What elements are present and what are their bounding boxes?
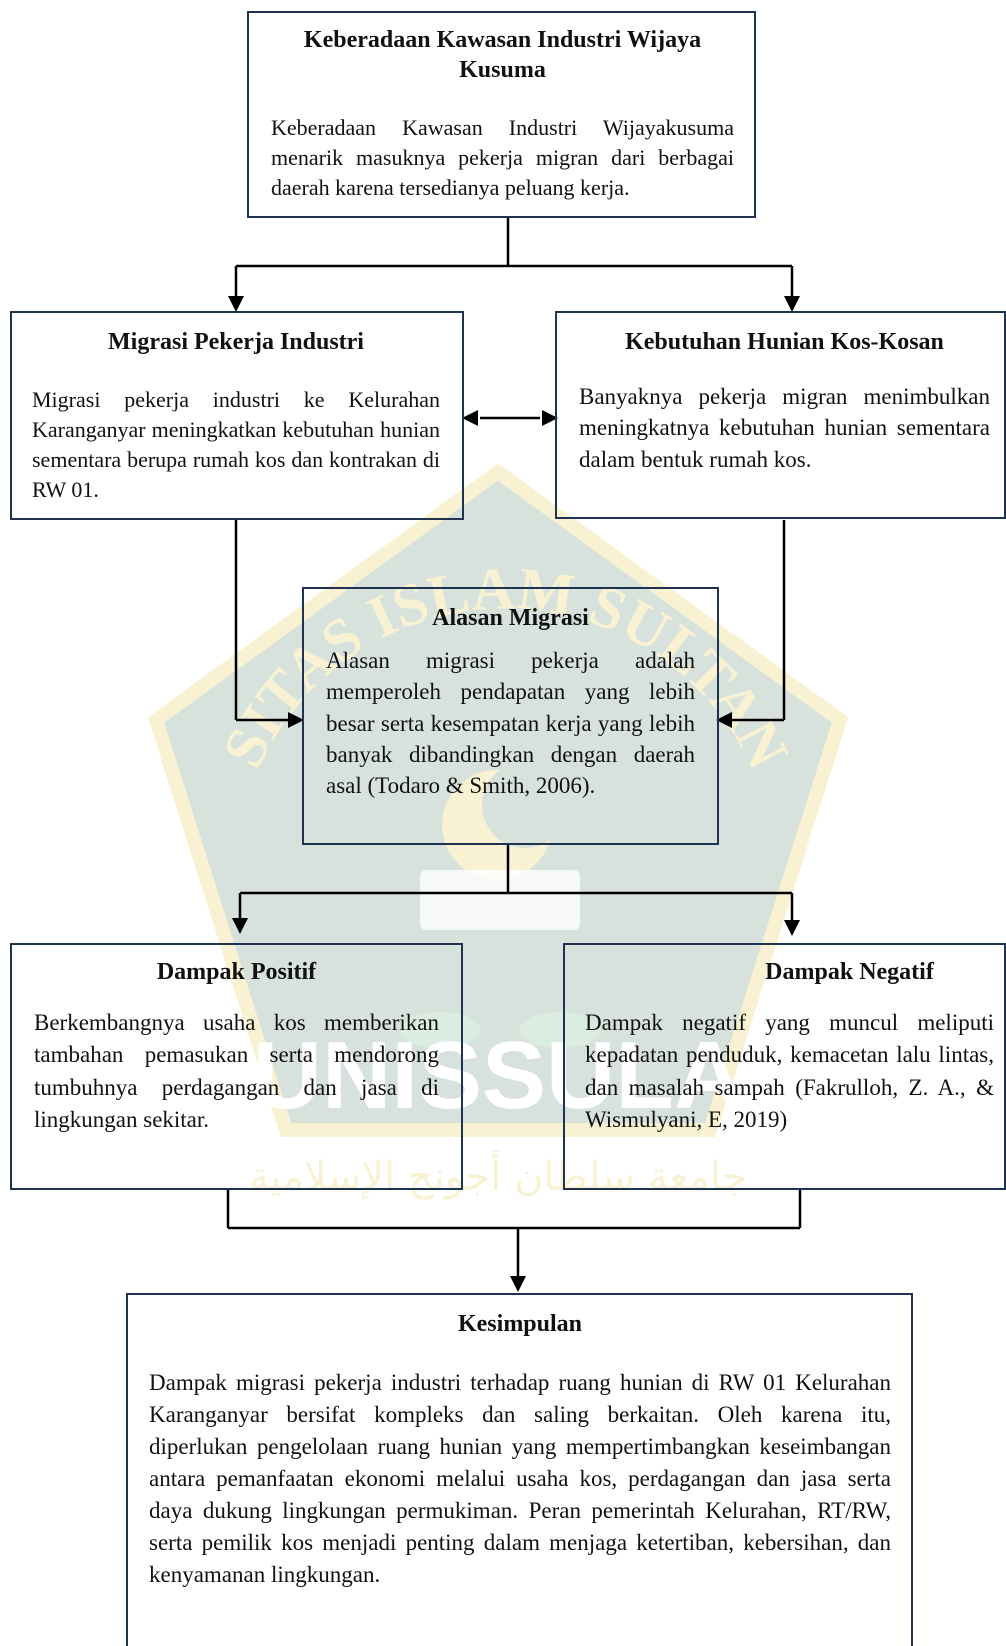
arrowhead-left xyxy=(716,712,732,728)
watermark-arabic: جامعة سلطان أجونج الإسلامية xyxy=(249,1150,747,1200)
box-title: Alasan Migrasi xyxy=(432,605,589,631)
arrowhead-down xyxy=(784,920,800,936)
box-kesimpulan: Kesimpulan Dampak migrasi pekerja indust… xyxy=(126,1293,913,1646)
crescent-icon xyxy=(442,769,550,880)
box-migrasi-pekerja: Migrasi Pekerja Industri Migrasi pekerja… xyxy=(10,311,464,520)
arrowhead-down xyxy=(510,1276,526,1292)
arrowhead-right xyxy=(542,410,558,426)
leaf-left-icon xyxy=(400,1012,480,1048)
box-title: Kesimpulan xyxy=(457,1311,583,1337)
box-title: Dampak Negatif xyxy=(765,959,934,985)
leaf-right-icon xyxy=(520,1012,600,1048)
box-body: Dampak negatif yang muncul meliputi kepa… xyxy=(585,1010,994,1133)
arrowhead-down xyxy=(784,296,800,312)
box-title: Keberadaan Kawasan Industri Wijaya Kusum… xyxy=(303,27,702,83)
box-dampak-positif: Dampak Positif Berkembangnya usaha kos m… xyxy=(10,943,463,1190)
arrowhead-right xyxy=(288,712,304,728)
arrowhead-down xyxy=(228,296,244,312)
box-body: Dampak migrasi pekerja industri terhadap… xyxy=(149,1370,891,1587)
box-title: Dampak Positif xyxy=(156,959,317,985)
book-icon xyxy=(420,870,580,930)
box-dampak-negatif: Dampak Negatif Dampak negatif yang muncu… xyxy=(563,943,1006,1190)
box-kawasan-industri: Keberadaan Kawasan Industri Wijaya Kusum… xyxy=(247,11,756,218)
box-body: Keberadaan Kawasan Industri Wijayakusuma… xyxy=(271,115,734,200)
box-kebutuhan-hunian: Kebutuhan Hunian Kos-Kosan Banyaknya pek… xyxy=(555,311,1006,519)
box-title: Migrasi Pekerja Industri xyxy=(108,329,364,355)
box-alasan-migrasi: Alasan Migrasi Alasan migrasi pekerja ad… xyxy=(302,587,719,845)
box-body: Migrasi pekerja industri ke Kelurahan Ka… xyxy=(32,387,440,502)
watermark-wordmark: UNISSULA xyxy=(253,1022,744,1129)
box-title: Kebutuhan Hunian Kos-Kosan xyxy=(625,329,944,355)
box-body: Banyaknya pekerja migran menimbulkan men… xyxy=(579,384,990,472)
box-body: Alasan migrasi pekerja adalah memperoleh… xyxy=(326,648,695,799)
arrowhead-left xyxy=(462,410,478,426)
arrowhead-down xyxy=(232,918,248,934)
box-body: Berkembangnya usaha kos memberikan tamba… xyxy=(34,1010,439,1133)
